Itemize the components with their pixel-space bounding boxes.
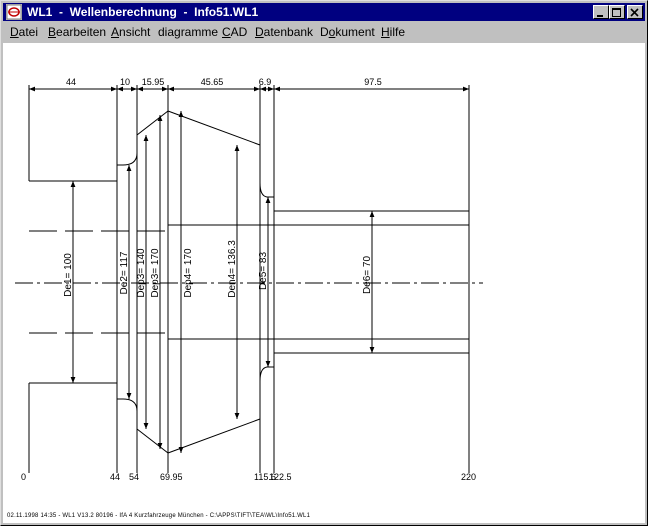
diameter-label: De1= 100 [63, 253, 74, 297]
length-label: 97.5 [364, 77, 382, 87]
minimize-button[interactable] [593, 5, 609, 19]
diameter-label: Dep3= 170 [150, 248, 161, 298]
drawing-canvas[interactable]: 44 10 15.95 45.65 6.9 97.5 [3, 43, 645, 523]
position-label: 115.6 [254, 472, 276, 482]
minimize-icon [597, 15, 603, 17]
length-label: 44 [66, 77, 76, 87]
maximize-icon [612, 8, 621, 17]
menu-datei[interactable]: Datei [10, 25, 39, 39]
menu-dokument[interactable]: Dokument [320, 25, 375, 39]
window-title: WL1 - Wellenberechnung - Info51.WL1 [27, 5, 259, 19]
diameter-label: Dep4= 170 [183, 248, 194, 298]
menu-bar: Datei Bearbeiten Ansicht diagramme CAD D… [3, 22, 645, 42]
diameter-label: Dep3= 140 [136, 248, 147, 298]
maximize-button[interactable] [609, 5, 625, 19]
drawing-footer: 02.11.1998 14:35 - WL1 V13.2 80196 - IfA… [7, 513, 311, 519]
length-label: 45.65 [201, 77, 224, 87]
menu-datenbank[interactable]: Datenbank [255, 25, 314, 39]
length-label: 10 [120, 77, 130, 87]
menu-bearbeiten[interactable]: Bearbeiten [48, 25, 107, 39]
diameter-label: De6= 70 [362, 256, 373, 295]
diameter-label: De5= 83 [258, 252, 269, 291]
menu-ansicht[interactable]: Ansicht [111, 25, 151, 39]
position-label: 0 [21, 472, 26, 482]
shaft-outline [29, 110, 469, 454]
diameter-label: Den4= 136.3 [227, 240, 238, 298]
position-label: 122.5 [269, 472, 292, 482]
position-label: 69.95 [160, 472, 183, 482]
extension-lines [28, 85, 470, 473]
length-label: 15.95 [142, 77, 165, 87]
app-icon[interactable] [6, 4, 22, 20]
diameter-label: De2= 117 [119, 251, 130, 294]
diameter-dimensions [70, 111, 375, 453]
menu-hilfe[interactable]: Hilfe [381, 25, 406, 39]
shaft-drawing: 44 10 15.95 45.65 6.9 97.5 [15, 77, 483, 482]
position-label: 44 [110, 472, 120, 482]
length-label: 6.9 [259, 77, 272, 87]
position-label: 220 [461, 472, 476, 482]
menu-diagramme[interactable]: diagramme [158, 25, 219, 39]
hidden-lines [29, 230, 168, 334]
position-label: 54 [129, 472, 139, 482]
close-button[interactable] [627, 5, 643, 19]
menu-cad[interactable]: CAD [222, 25, 248, 39]
close-icon [630, 8, 639, 17]
title-bar[interactable]: WL1 - Wellenberechnung - Info51.WL1 [3, 3, 645, 21]
